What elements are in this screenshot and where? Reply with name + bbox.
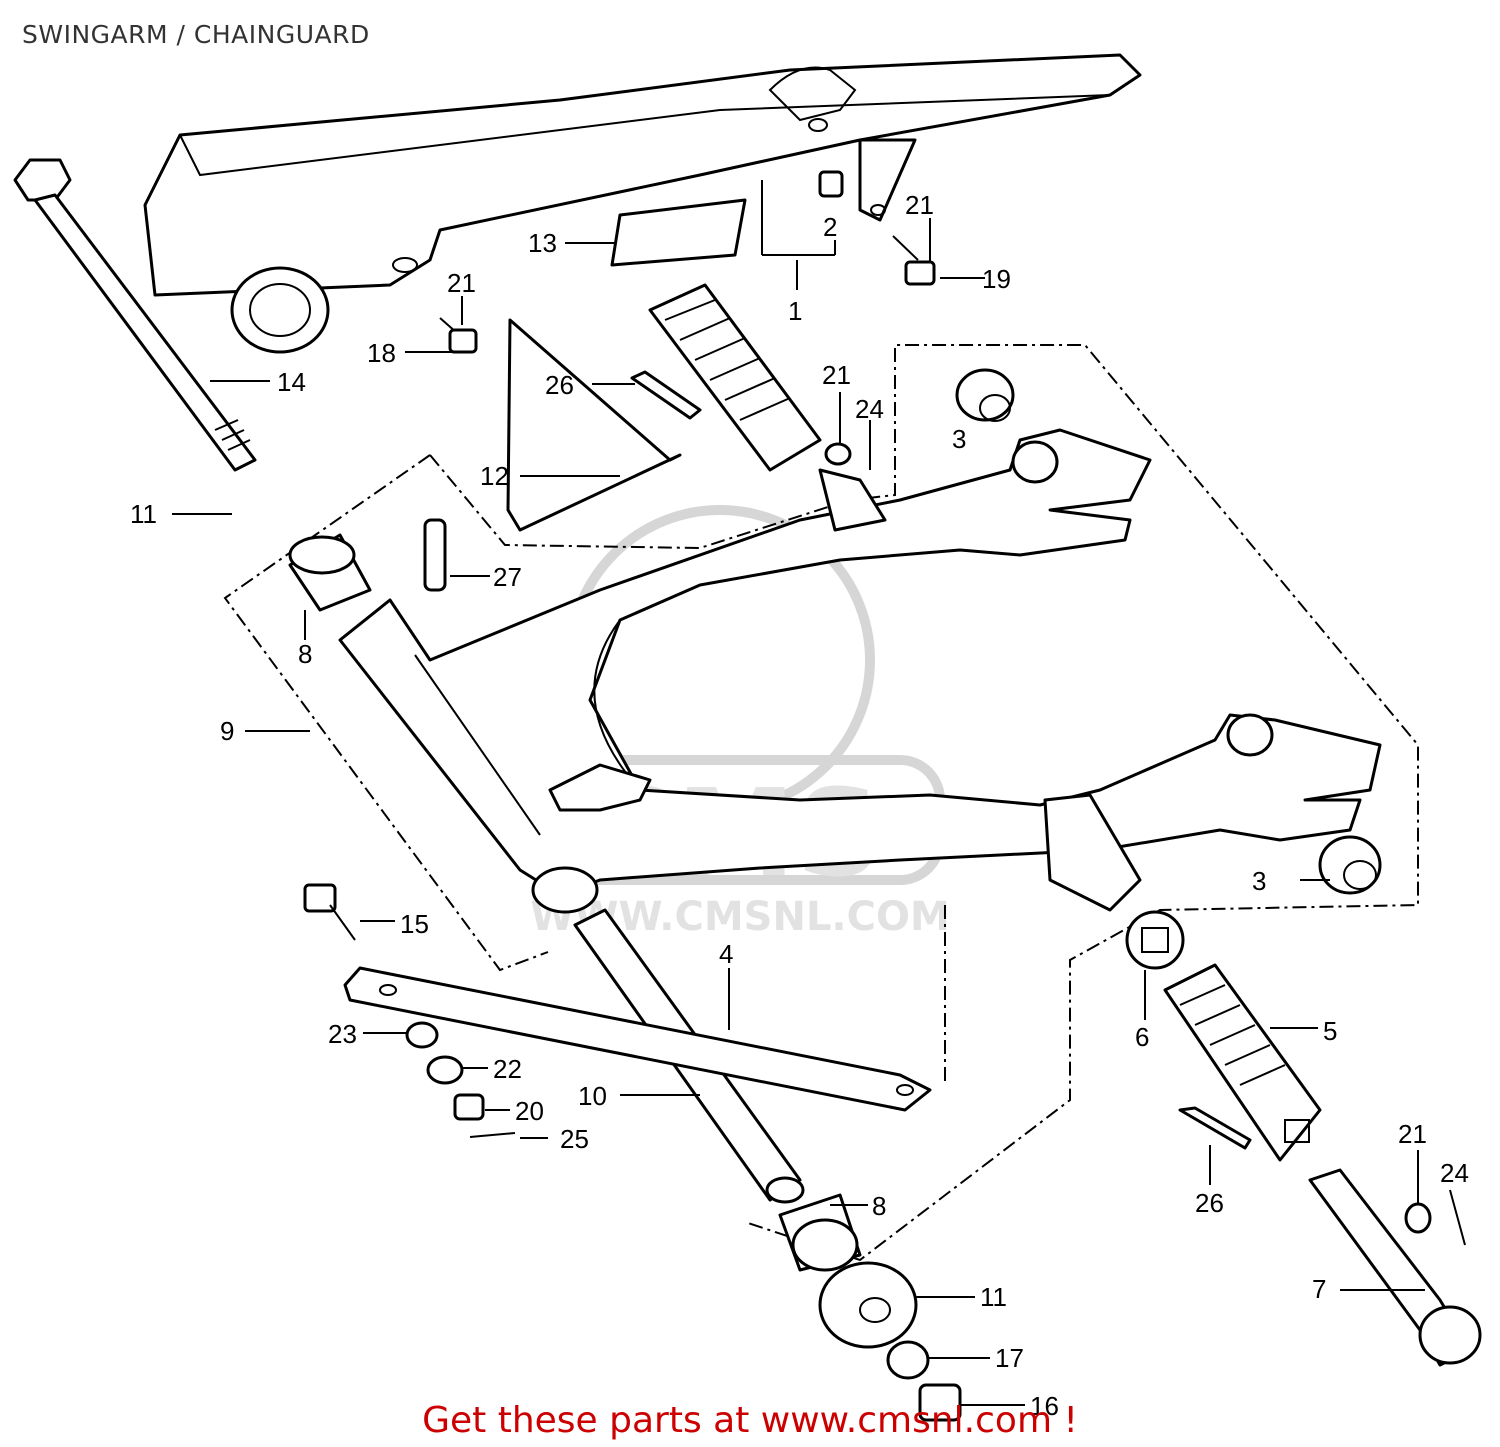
washer-upper — [824, 442, 852, 466]
pivot-bolt — [13, 158, 257, 472]
callout-1: 1 — [788, 296, 802, 326]
callout-25: 25 — [560, 1124, 589, 1154]
washer-23 — [405, 1021, 439, 1049]
chain-slider — [506, 318, 682, 532]
swingarm — [338, 428, 1382, 914]
bushing-lower — [778, 1193, 862, 1272]
callout-14: 14 — [277, 367, 306, 397]
callout-26b: 26 — [1195, 1188, 1224, 1218]
bushing-upper — [288, 533, 372, 612]
callout-10: 10 — [578, 1081, 607, 1111]
callout-24b: 24 — [1440, 1158, 1469, 1188]
callout-5: 5 — [1323, 1016, 1337, 1046]
footpeg-left — [630, 283, 822, 472]
callout-21d: 21 — [1398, 1119, 1427, 1149]
dust-seal-lower — [818, 1261, 918, 1349]
callout-23: 23 — [328, 1019, 357, 1049]
diagram-title: SWINGARM / CHAINGUARD — [22, 20, 370, 49]
callout-6: 6 — [1135, 1022, 1149, 1052]
leader-lines — [172, 180, 1425, 1406]
footpeg-washer — [1125, 910, 1185, 970]
callout-2: 2 — [823, 212, 837, 242]
callout-9: 9 — [220, 716, 234, 746]
callout-20: 20 — [515, 1096, 544, 1126]
footpeg-right — [1163, 963, 1322, 1162]
callout-24a: 24 — [855, 394, 884, 424]
washer-lower — [1404, 1202, 1432, 1234]
washer-22 — [426, 1055, 464, 1085]
callout-12: 12 — [480, 461, 509, 491]
nut-16 — [918, 1383, 962, 1422]
dust-seal-upper — [230, 266, 330, 354]
callout-8b: 8 — [872, 1191, 886, 1221]
callout-21c: 21 — [822, 360, 851, 390]
pin-24-lower — [1449, 1189, 1466, 1246]
bolt-19 — [892, 235, 936, 286]
callout-18: 18 — [367, 338, 396, 368]
callout-26a: 26 — [545, 370, 574, 400]
callout-4: 4 — [719, 939, 733, 969]
callout-8: 8 — [298, 639, 312, 669]
footer-link[interactable]: Get these parts at www.cmsnl.com ! — [422, 1400, 1078, 1441]
callout-3: 3 — [952, 424, 966, 454]
callout-3b: 3 — [1252, 866, 1266, 896]
callout-7: 7 — [1312, 1274, 1326, 1304]
callout-21a: 21 — [905, 190, 934, 220]
adjuster-plate — [343, 966, 932, 1112]
bolt-2 — [818, 170, 844, 198]
bushing-3-upper — [955, 368, 1015, 422]
callout-13: 13 — [528, 228, 557, 258]
callout-27: 27 — [493, 562, 522, 592]
grease-nipple — [423, 518, 447, 592]
callout-15: 15 — [400, 909, 429, 939]
washer-17 — [886, 1340, 930, 1380]
bolt-15 — [303, 883, 356, 941]
callout-labels: 1 2 3 3 4 5 6 7 8 8 9 10 11 11 12 13 14 … — [130, 190, 1469, 1421]
callout-11b: 11 — [980, 1282, 1007, 1312]
cotter-pin-25 — [469, 1132, 516, 1138]
warning-label — [610, 198, 747, 267]
bushing-3-lower — [1318, 835, 1382, 895]
callout-16: 16 — [1030, 1391, 1059, 1421]
callout-11: 11 — [130, 499, 157, 529]
footpeg-bracket — [1308, 1168, 1482, 1367]
chainguard — [143, 53, 1142, 297]
callout-19: 19 — [982, 264, 1011, 294]
nut-20 — [453, 1093, 485, 1121]
pin-26-lower — [1178, 1106, 1252, 1150]
callout-17: 17 — [995, 1343, 1024, 1373]
bolt-18 — [439, 317, 478, 354]
callout-21b: 21 — [447, 268, 476, 298]
callout-22: 22 — [493, 1054, 522, 1084]
